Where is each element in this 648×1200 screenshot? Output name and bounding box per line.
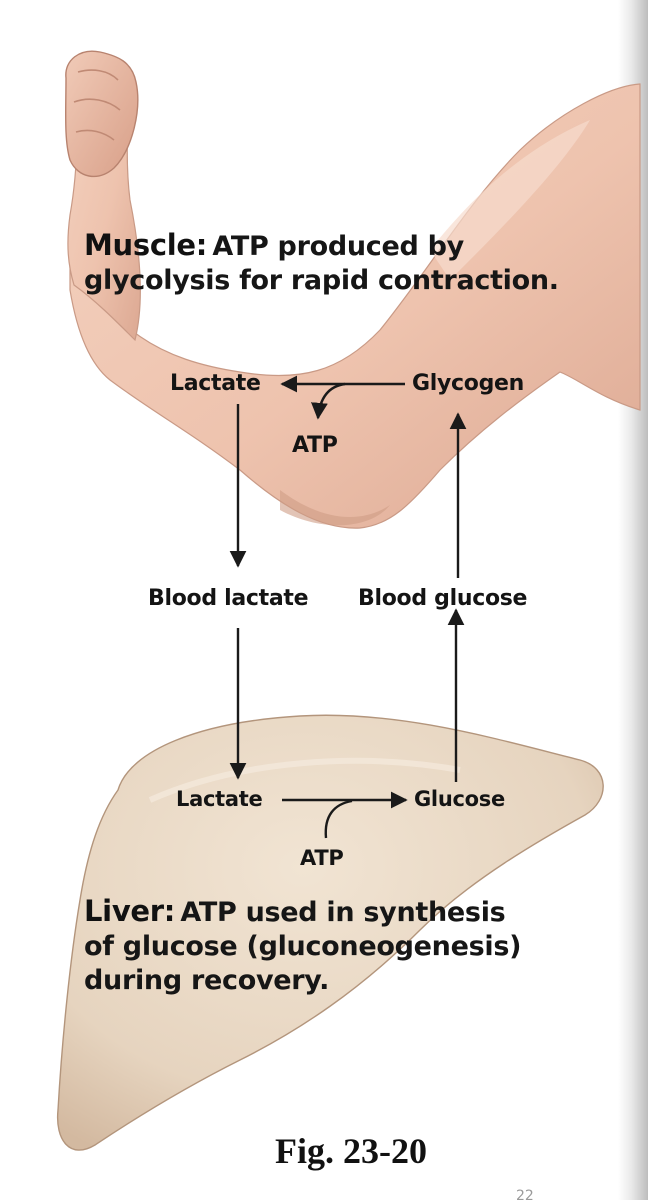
liver-caption-line1: ATP used in synthesis	[180, 897, 506, 928]
page-number: 22	[516, 1188, 534, 1200]
muscle-heading: Muscle:	[84, 228, 208, 262]
blood-glucose-label: Blood glucose	[358, 586, 528, 611]
liver-caption-line2: of glucose (gluconeogenesis)	[84, 931, 522, 962]
blood-lactate-label: Blood lactate	[148, 586, 309, 611]
arm-illustration	[64, 50, 641, 529]
muscle-glycogen-label: Glycogen	[412, 371, 525, 396]
liver-glucose-label: Glucose	[414, 787, 505, 811]
liver-heading: Liver:	[84, 894, 176, 928]
muscle-caption-line1: ATP produced by	[212, 231, 464, 262]
liver-atp-label: ATP	[300, 846, 344, 870]
arrow-atp-consumed	[324, 799, 353, 839]
liver-caption-line3: during recovery.	[84, 965, 330, 996]
liver-caption: Liver: ATP used in synthesis of glucose …	[84, 894, 521, 998]
muscle-lactate-label: Lactate	[170, 371, 261, 396]
figure-label: Fig. 23-20	[275, 1131, 427, 1171]
liver-illustration	[56, 714, 604, 1151]
arrow-atp-produced	[311, 382, 346, 420]
muscle-caption-line2: glycolysis for rapid contraction.	[84, 265, 559, 296]
muscle-atp-label: ATP	[292, 433, 338, 458]
pathway-arrows	[229, 375, 467, 839]
liver-lactate-label: Lactate	[176, 787, 263, 811]
muscle-caption: Muscle: ATP produced by glycolysis for r…	[84, 228, 559, 298]
